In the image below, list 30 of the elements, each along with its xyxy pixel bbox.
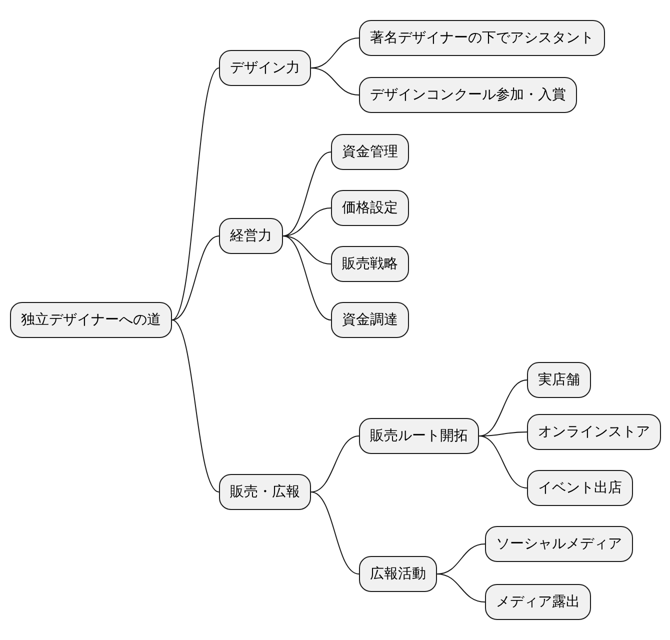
connector-line xyxy=(172,320,220,492)
topic-box: 資金管理 xyxy=(331,134,409,170)
topic-box: 資金調達 xyxy=(331,302,409,338)
connector-line xyxy=(282,236,332,320)
connector-line xyxy=(310,68,360,96)
connector-line xyxy=(282,236,332,264)
connector-line xyxy=(478,432,528,436)
topic-box: デザインコンクール参加・入賞 xyxy=(359,77,577,113)
topic-box: 広報活動 xyxy=(359,556,437,592)
topic-box: 価格設定 xyxy=(331,190,409,226)
topic-box: 実店舗 xyxy=(527,362,591,398)
connector-line xyxy=(172,68,220,320)
connector-line xyxy=(478,436,528,488)
connector-line xyxy=(282,152,332,236)
connector-line xyxy=(478,380,528,436)
connector-line xyxy=(436,574,486,602)
topic-box: 販売・広報 xyxy=(219,474,311,510)
topic-box: 販売ルート開拓 xyxy=(359,418,479,454)
connector-line xyxy=(310,436,360,492)
topic-box: 著名デザイナーの下でアシスタント xyxy=(359,20,605,56)
connector-line xyxy=(310,492,360,574)
topic-box: ソーシャルメディア xyxy=(485,526,633,562)
connector-line xyxy=(172,236,220,320)
topic-box: イベント出店 xyxy=(527,470,633,506)
topic-box: 販売戦略 xyxy=(331,246,409,282)
topic-box: 経営力 xyxy=(219,218,283,254)
topic-box: オンラインストア xyxy=(527,414,661,450)
topic-box: 独立デザイナーへの道 xyxy=(10,302,172,338)
topic-box: デザイン力 xyxy=(219,50,311,86)
topic-box: メディア露出 xyxy=(485,584,591,620)
